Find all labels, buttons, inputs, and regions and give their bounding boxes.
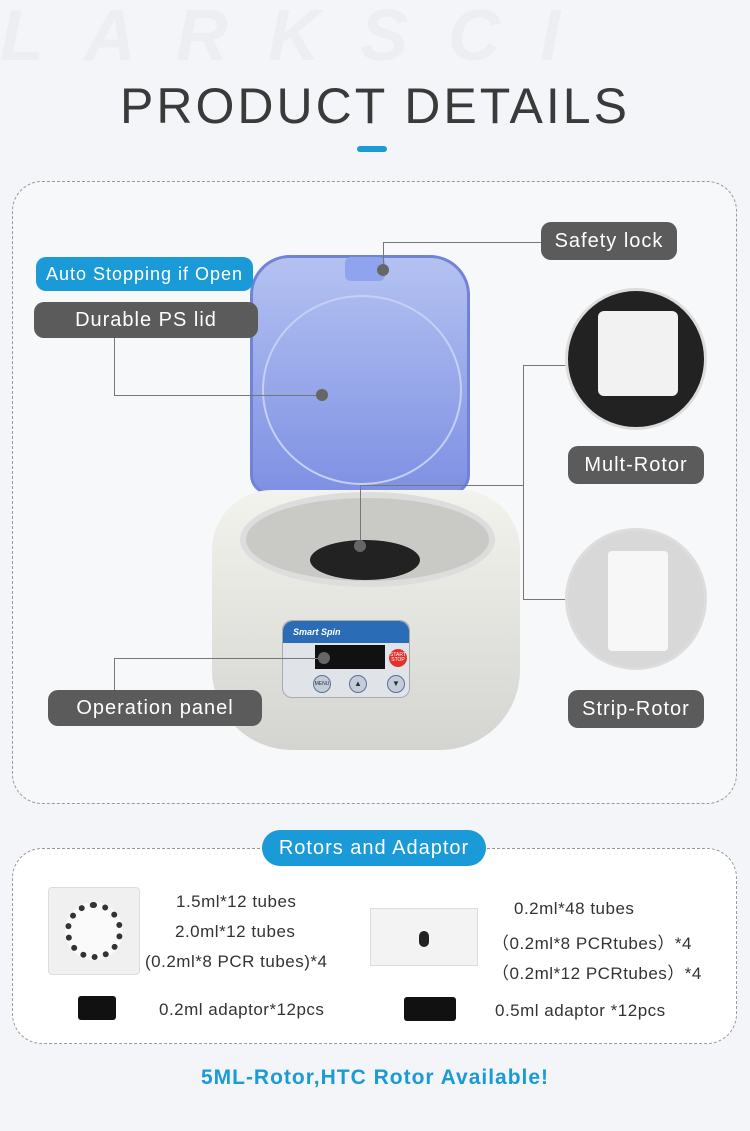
- adaptor-02-image: [78, 996, 116, 1020]
- lid-rim: [262, 295, 462, 485]
- leader-dot: [354, 540, 366, 552]
- menu-button[interactable]: MENU: [313, 675, 331, 693]
- down-button[interactable]: ▼: [387, 675, 405, 693]
- accessories-title: Rotors and Adaptor: [262, 830, 486, 866]
- left-rotor-spec: (0.2ml*8 PCR tubes)*4: [145, 952, 328, 971]
- right-rotor-spec: （0.2ml*8 PCRtubes）*4: [492, 934, 692, 953]
- leader-line: [360, 485, 523, 486]
- control-panel: Smart Spin START STOP MENU ▲ ▼: [282, 620, 410, 698]
- leader-line: [523, 599, 567, 600]
- leader-line: [383, 242, 384, 270]
- start-stop-button[interactable]: START STOP: [389, 649, 407, 667]
- right-rotor-spec: （0.2ml*12 PCRtubes）*4: [492, 964, 702, 983]
- up-button[interactable]: ▲: [349, 675, 367, 693]
- callout-operation-panel: Operation panel: [48, 690, 262, 726]
- leader-line: [523, 365, 567, 366]
- leader-line: [114, 658, 324, 659]
- multi-rotor-thumbnail: [48, 887, 140, 975]
- callout-auto-stop: Auto Stopping if Open: [36, 257, 253, 291]
- watermark: LARKSCI: [0, 0, 600, 76]
- footer-availability: 5ML-Rotor,HTC Rotor Available!: [200, 1066, 550, 1089]
- title-underline: [357, 146, 387, 152]
- left-rotor-spec: 2.0ml*12 tubes: [175, 922, 296, 941]
- leader-line: [523, 365, 524, 599]
- strip-rotor-thumbnail: [370, 908, 478, 966]
- leader-line: [114, 395, 322, 396]
- leader-line: [114, 338, 115, 395]
- callout-strip-rotor: Strip-Rotor: [568, 690, 704, 728]
- leader-line: [114, 658, 115, 690]
- multi-rotor-image: [565, 288, 707, 430]
- left-adaptor-label: 0.2ml adaptor*12pcs: [159, 1000, 325, 1019]
- adaptor-05-image: [404, 997, 456, 1021]
- right-adaptor-label: 0.5ml adaptor *12pcs: [495, 1001, 666, 1020]
- left-rotor-spec: 1.5ml*12 tubes: [176, 892, 297, 911]
- page-title: PRODUCT DETAILS: [120, 78, 630, 134]
- leader-dot: [318, 652, 330, 664]
- callout-safety-lock: Safety lock: [541, 222, 677, 260]
- leader-dot: [377, 264, 389, 276]
- brand-label: Smart Spin: [283, 621, 409, 643]
- callout-multi-rotor: Mult-Rotor: [568, 446, 704, 484]
- leader-dot: [316, 389, 328, 401]
- leader-line: [383, 242, 543, 243]
- callout-lid: Durable PS lid: [34, 302, 258, 338]
- leader-line: [360, 485, 361, 543]
- strip-rotor-image: [565, 528, 707, 670]
- right-rotor-spec: 0.2ml*48 tubes: [514, 899, 635, 918]
